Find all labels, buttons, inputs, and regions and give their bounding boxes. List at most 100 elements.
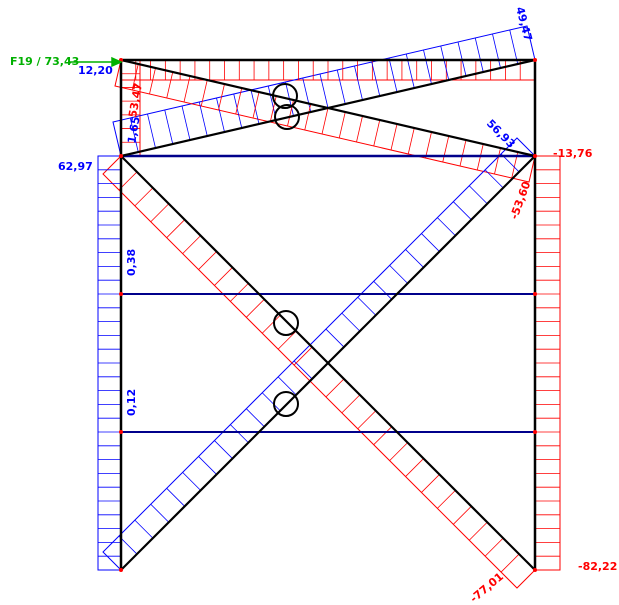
hatch-tick [252, 91, 260, 119]
hatch-tick [261, 392, 281, 412]
hatch-tick [354, 65, 363, 101]
hatch-tick [357, 410, 377, 430]
lower-diagonal-2 [120, 155, 536, 571]
hatch-tick [230, 283, 249, 302]
hatch-tick [484, 169, 504, 189]
hatch-tick [437, 490, 456, 509]
circle-node [273, 391, 299, 417]
hatch-tick [166, 219, 185, 238]
hatch-tick [302, 77, 312, 113]
hatch-tick [235, 87, 243, 115]
mid-left-blue-label: 62,97 [58, 160, 93, 173]
hatch-tick [325, 328, 345, 348]
hatch-tick [373, 281, 392, 300]
hatch-tick [277, 330, 297, 350]
hatch-tick [357, 296, 377, 316]
hatch-tick [390, 123, 398, 151]
hatch-tick [338, 111, 346, 139]
hatch-tick [494, 147, 501, 175]
hatch-tick [198, 101, 208, 137]
hatch-tick [214, 267, 233, 286]
mid-right-red-label: -13,76 [553, 147, 593, 160]
hatch-tick [166, 71, 174, 99]
hatch-tick [181, 105, 191, 141]
force-hatching [98, 29, 560, 573]
hatch-tick [269, 95, 277, 123]
hatch-tick [425, 131, 432, 159]
hatch-tick [233, 93, 243, 129]
hatch-tick [453, 201, 472, 220]
hatch-tick [277, 376, 297, 396]
node [533, 292, 537, 296]
hatch-tick [182, 235, 201, 254]
hatch-tick [388, 57, 398, 93]
hatch-tick [440, 45, 450, 81]
hatch-tick [198, 456, 217, 475]
hatch-tick [341, 312, 361, 332]
hatch-tick [453, 506, 472, 525]
hatch-tick [325, 378, 345, 398]
hatch-tick [356, 115, 363, 143]
hatch-tick [371, 61, 381, 97]
mid-right-diag-red-label: -53,60 [508, 179, 534, 221]
load-arrow-head [111, 56, 123, 68]
hatch-tick [166, 488, 185, 507]
hatch-tick [261, 314, 281, 334]
hatch-tick [500, 553, 520, 573]
hatch-tick [468, 521, 488, 541]
hatch-tick [134, 519, 154, 539]
node [119, 292, 123, 296]
node [119, 154, 123, 158]
hatch-tick [246, 299, 265, 318]
hatch-tick [216, 97, 225, 133]
hatch-tick [200, 79, 208, 107]
node [119, 430, 123, 434]
hatch-tick [182, 472, 201, 491]
top-right-blue-label: 49,47 [513, 5, 535, 42]
hatch-tick [131, 63, 139, 91]
load-arrow [68, 56, 123, 68]
hatch-tick [442, 135, 450, 163]
hatch-tick [218, 83, 225, 111]
hatch-tick [304, 103, 312, 131]
hatch-tick [407, 127, 415, 155]
hatch-tick [389, 265, 408, 284]
upper-post-blue-label: 1,65 [125, 116, 143, 145]
hatch-tick [147, 113, 156, 149]
upper-diagonal-2 [120, 58, 536, 158]
hatch-tick [341, 394, 361, 414]
hatch-tick [134, 187, 154, 207]
hatch-tick [373, 426, 392, 445]
hatch-tick [421, 233, 440, 252]
intersection-circles [272, 83, 300, 417]
hatch-tick [405, 249, 424, 268]
hatch-tick [230, 424, 249, 443]
node [533, 154, 537, 158]
frame-members [119, 58, 537, 571]
nodes [119, 58, 537, 572]
circle-node [273, 310, 299, 336]
hatch-tick [319, 73, 329, 109]
hatch-tick [468, 185, 488, 205]
hatch-tick [214, 440, 233, 459]
force-diagrams [97, 25, 561, 589]
hatch-tick [246, 408, 265, 427]
post-force-label-2: 0,12 [125, 389, 138, 416]
upper-post-red-label: 53,47 [126, 82, 145, 119]
hatch-tick [492, 33, 501, 69]
circle-node [272, 83, 298, 109]
hatch-tick [250, 89, 260, 125]
bottom-right-red-label: -82,22 [578, 560, 617, 573]
hatch-tick [198, 251, 217, 270]
hatch-tick [293, 360, 313, 380]
hatch-tick [405, 458, 424, 477]
hatch-tick [459, 139, 467, 167]
hatch-tick [373, 119, 381, 147]
hatch-tick [484, 537, 504, 557]
hatch-tick [423, 49, 432, 85]
node [119, 568, 123, 572]
node [533, 430, 537, 434]
hatch-tick [336, 69, 346, 105]
circle-node [274, 104, 300, 130]
